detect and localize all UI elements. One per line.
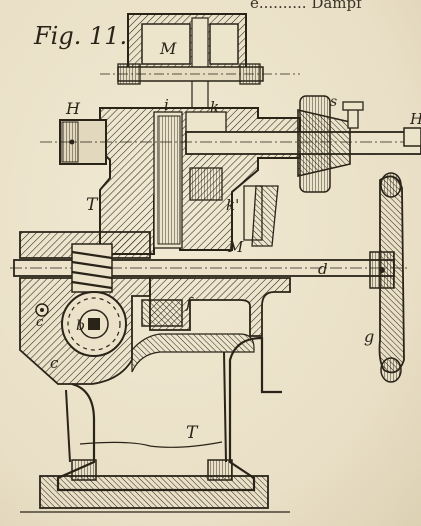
- label-T-base: T: [186, 423, 199, 443]
- motor-housing: [127, 13, 247, 109]
- label-H: H: [65, 99, 81, 118]
- label-M-mid: M: [227, 238, 244, 256]
- label-c-small: c: [36, 315, 44, 330]
- main-spindle: [40, 95, 421, 193]
- part-labels: M H i k s T k' M d f c b c g T H: [36, 39, 421, 443]
- figure-title: Fig. 11.: [33, 22, 127, 50]
- label-T-mid: T: [86, 195, 99, 215]
- label-g: g: [364, 327, 374, 346]
- label-s: s: [330, 94, 337, 110]
- label-d: d: [318, 260, 328, 278]
- label-k-prime: k': [226, 196, 239, 214]
- label-f: f: [185, 294, 194, 312]
- small-bolt: [35, 303, 49, 317]
- label-c: c: [50, 354, 59, 372]
- handwheel: [378, 172, 405, 383]
- label-k: k: [210, 98, 219, 116]
- upper-housing: [99, 107, 301, 255]
- label-M-top: M: [159, 39, 177, 58]
- label-H-right: H: [409, 110, 421, 128]
- worm: [71, 243, 113, 293]
- header-text: e.......... Dampf: [250, 0, 363, 12]
- column: [20, 336, 290, 513]
- upper-screw: [100, 63, 300, 85]
- label-i: i: [164, 96, 169, 114]
- worm-gear: [61, 291, 127, 357]
- label-b: b: [76, 318, 85, 334]
